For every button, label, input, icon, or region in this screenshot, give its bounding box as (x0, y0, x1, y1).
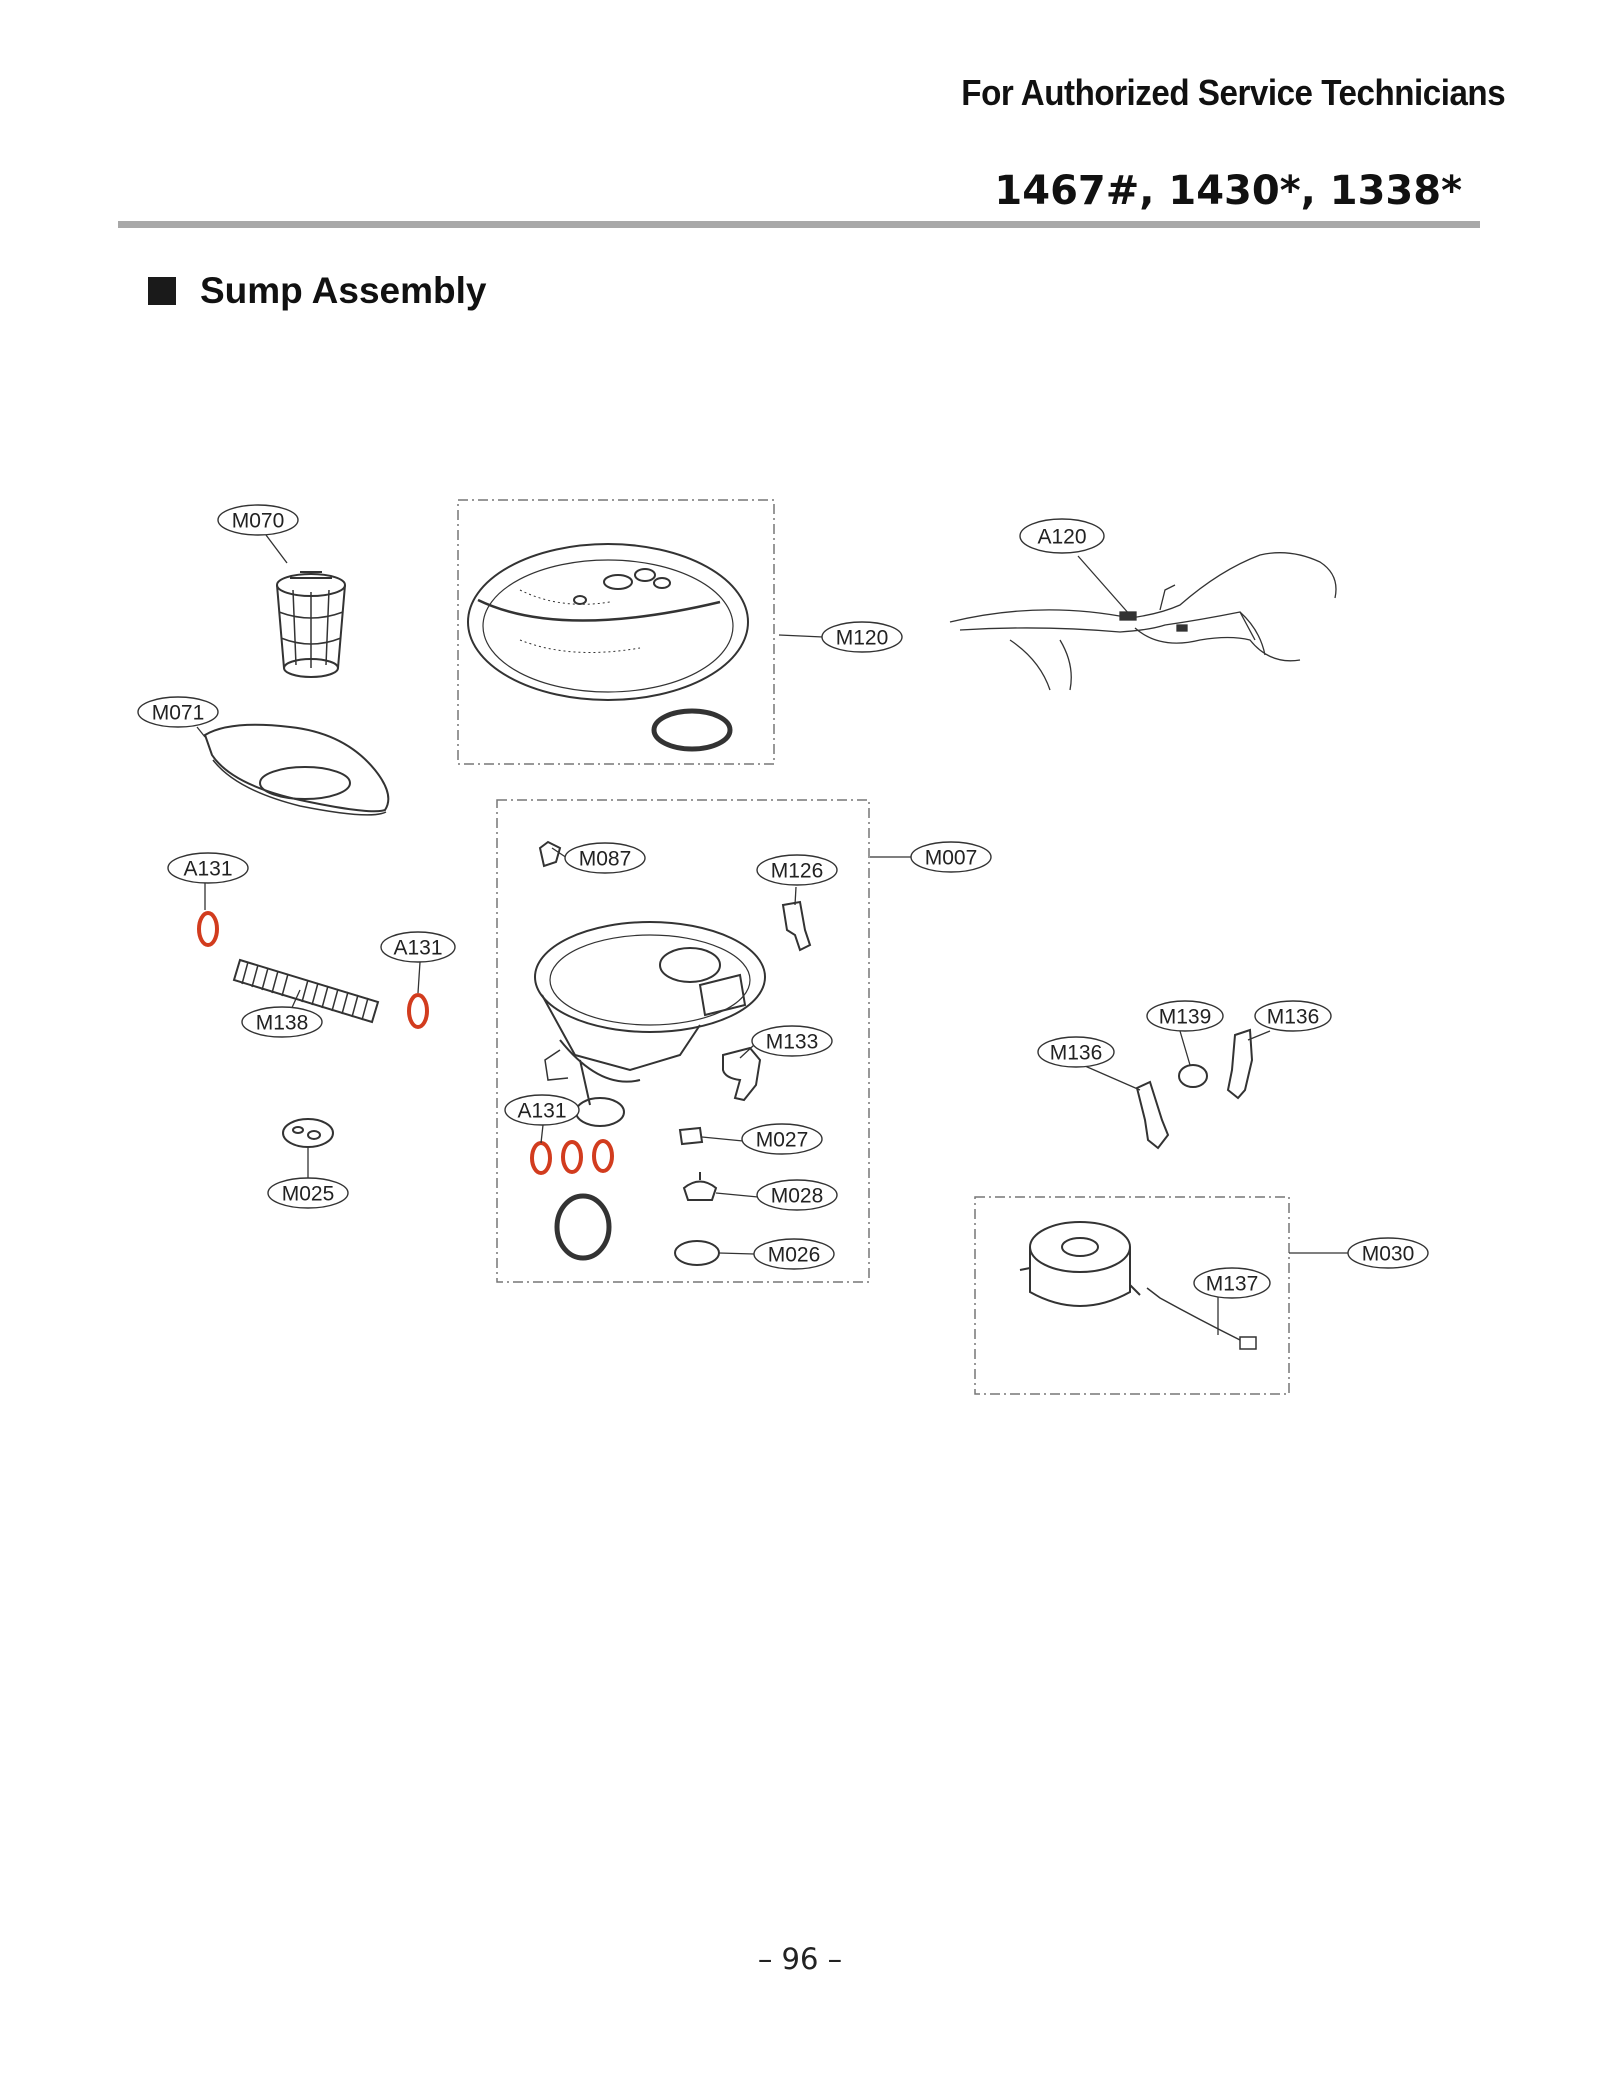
group-box-m120 (457, 499, 775, 765)
callout-m028: M028 (771, 1185, 824, 1208)
callout-m027: M027 (756, 1129, 809, 1152)
bracket-part (1226, 1028, 1254, 1100)
sump-body-part (534, 921, 766, 1127)
oring-part (197, 911, 219, 947)
large-gasket-part (554, 1193, 612, 1261)
wire-harness-part (949, 552, 1337, 691)
header-rule (118, 221, 1480, 228)
small-plate-part (282, 1118, 334, 1148)
pulley-part (1178, 1064, 1208, 1088)
section-heading: Sump Assembly (148, 270, 487, 312)
callout-ovals (137, 504, 1429, 1299)
valve-clip-part (538, 840, 562, 868)
callout-m136: M136 (1267, 1006, 1320, 1029)
callout-m126: M126 (771, 860, 824, 883)
callout-m007: M007 (925, 847, 978, 870)
circulation-motor-part (1019, 1221, 1141, 1307)
wire-lead-part (1146, 1287, 1257, 1350)
spray-disc-part (467, 543, 749, 701)
leader-lines (196, 534, 1349, 1335)
callout-m137: M137 (1206, 1273, 1259, 1296)
callout-m136: M136 (1050, 1042, 1103, 1065)
callout-m026: M026 (768, 1244, 821, 1267)
group-box-m030 (974, 1196, 1290, 1395)
oring-part (592, 1139, 614, 1173)
sensor-part (678, 1126, 704, 1146)
drain-motor-part (674, 1240, 720, 1266)
callout-a120: A120 (1037, 526, 1086, 549)
group-box-m007 (496, 799, 870, 1283)
callout-m133: M133 (766, 1031, 819, 1054)
spray-pipe-part (232, 958, 380, 1024)
filter-cover-part (203, 723, 390, 816)
oring-part (561, 1140, 583, 1174)
audience-header: For Authorized Service Technicians (961, 72, 1505, 113)
callout-m025: M025 (282, 1183, 335, 1206)
callout-a131: A131 (393, 937, 442, 960)
callout-m138: M138 (256, 1012, 309, 1035)
filter-cylinder-part (276, 571, 346, 678)
callout-m139: M139 (1159, 1006, 1212, 1029)
callout-a131: A131 (517, 1100, 566, 1123)
callout-m070: M070 (232, 510, 285, 533)
bracket-clip-part (781, 900, 812, 952)
callout-m030: M030 (1362, 1243, 1415, 1266)
oring-part (530, 1141, 552, 1175)
callout-m071: M071 (152, 702, 205, 725)
bracket-part (1135, 1080, 1170, 1150)
model-numbers: 1467#, 1430*, 1338* (994, 168, 1462, 214)
elbow-hose-part (722, 1046, 762, 1102)
thermistor-part (682, 1172, 718, 1201)
page-number: – 96 – (757, 1942, 843, 1976)
oring-part (407, 993, 429, 1029)
gasket-ring-part (651, 708, 733, 752)
square-bullet-icon (148, 277, 176, 305)
section-title: Sump Assembly (200, 270, 487, 311)
callout-m087: M087 (579, 848, 632, 871)
callout-a131: A131 (183, 858, 232, 881)
callout-m120: M120 (836, 627, 889, 650)
